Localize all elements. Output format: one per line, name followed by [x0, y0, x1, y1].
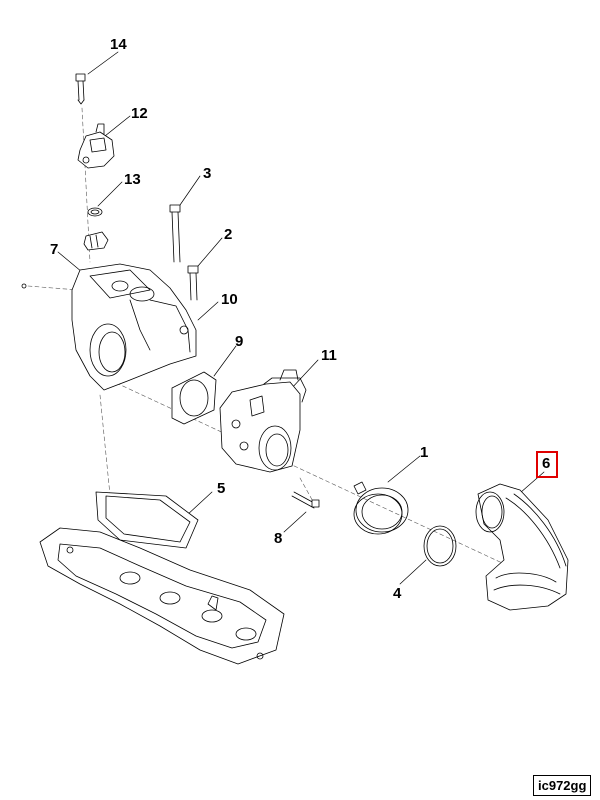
- callout-8: 8: [274, 530, 283, 547]
- callout-13: 13: [124, 171, 141, 188]
- part-14-bolt: [75, 73, 86, 105]
- callout-10: 10: [221, 291, 238, 308]
- lower-intake-plate: [39, 527, 285, 665]
- part-6-elbow-hose: [475, 483, 569, 611]
- callout-5: 5: [217, 480, 226, 497]
- part-10-intake-elbow: [71, 263, 197, 391]
- callout-4: 4: [393, 585, 402, 602]
- part-11-throttle-body: [219, 369, 307, 473]
- part-8-bolt: [291, 491, 320, 509]
- part-9-gasket: [171, 371, 217, 425]
- part-12-sensor: [77, 123, 115, 169]
- callout-1: 1: [420, 444, 429, 461]
- callout-9: 9: [235, 333, 244, 350]
- part-4-o-ring: [423, 525, 457, 567]
- part-7-pin: [21, 283, 27, 289]
- part-3-long-bolt: [169, 204, 181, 263]
- callout-2: 2: [224, 226, 233, 243]
- callout-6-highlight: [536, 451, 558, 478]
- callout-14: 14: [110, 36, 127, 53]
- callout-3: 3: [203, 165, 212, 182]
- callout-6: 6: [542, 455, 551, 472]
- part-1-clamp: [353, 481, 409, 535]
- callout-12: 12: [131, 105, 148, 122]
- part-13-connector: [83, 231, 109, 251]
- part-13-o-ring: [87, 207, 103, 217]
- part-2-bolt: [187, 265, 199, 301]
- callout-11: 11: [321, 347, 337, 364]
- callout-7: 7: [50, 241, 59, 258]
- reference-code: ic972gg: [533, 775, 592, 796]
- part-5-gasket-plate: [95, 491, 199, 549]
